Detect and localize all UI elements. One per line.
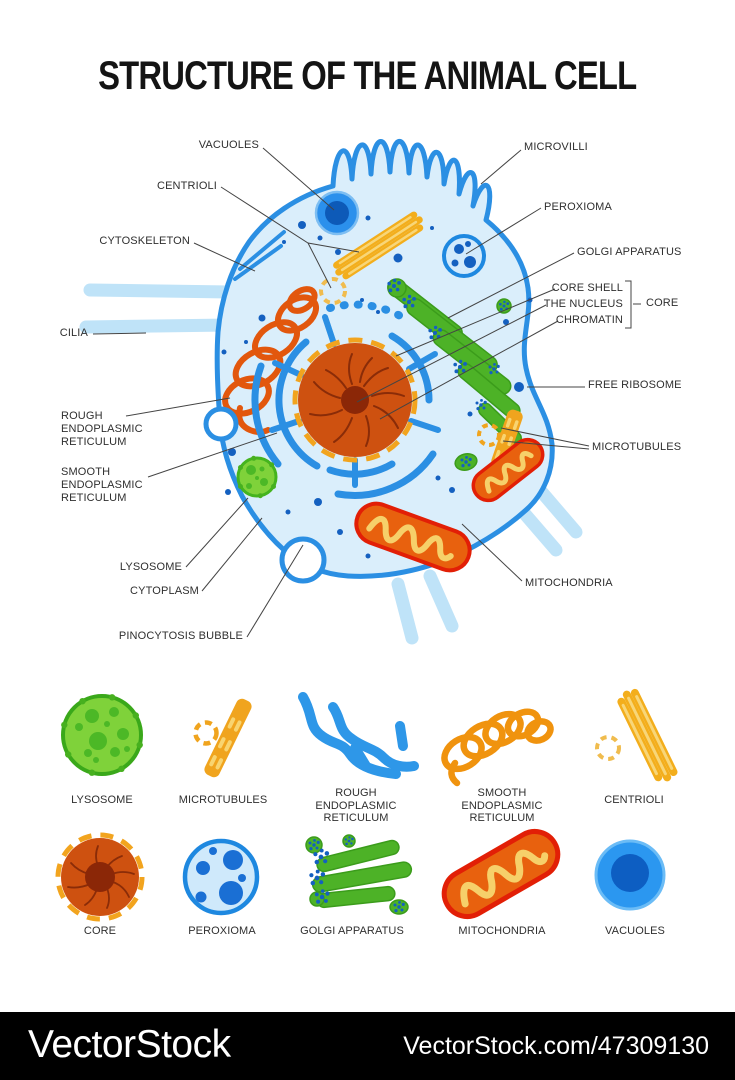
legend-vacuoles-icon <box>594 839 666 911</box>
free-ribosomes-icon <box>221 215 533 559</box>
legend-label-smooth-er: SMOOTH ENDOPLASMIC RETICULUM <box>461 787 543 824</box>
label-centrioli: CENTRIOLI <box>156 180 217 192</box>
label-core: CORE <box>646 297 679 309</box>
legend-smooth-er-icon <box>441 708 554 787</box>
legend-golgi-icon <box>305 834 413 915</box>
legend-rough-er-icon <box>298 692 419 779</box>
legend-label-peroxioma: PEROXIOMA <box>188 925 256 937</box>
label-peroxioma: PEROXIOMA <box>544 201 612 213</box>
legend-label-core: CORE <box>83 925 117 937</box>
pinocytosis-bubble-icon <box>279 536 327 584</box>
animal-cell-diagram <box>55 138 678 922</box>
label-golgi-apparatus: GOLGI APPARATUS <box>577 246 682 258</box>
label-cilia: CILIA <box>59 327 88 339</box>
legend-label-golgi: GOLGI APPARATUS <box>300 925 404 937</box>
page-title: STRUCTURE OF THE ANIMAL CELL <box>0 54 735 99</box>
label-microtubules: MICROTUBULES <box>592 441 682 453</box>
microtubules-icon <box>477 409 523 469</box>
nucleus-icon <box>292 337 418 463</box>
legend-label-microtubules: MICROTUBULES <box>178 794 268 806</box>
label-free-ribosome: FREE RIBOSOME <box>588 379 682 391</box>
legend-microtubules-icon <box>193 698 252 778</box>
label-lysosome: LYSOSOME <box>119 561 182 573</box>
legend-label-centrioli: CENTRIOLI <box>604 794 664 806</box>
centrioli-icon <box>319 211 424 305</box>
golgi-apparatus-icon <box>387 278 522 471</box>
legend-lysosome-icon <box>61 694 143 776</box>
label-rough-er: ROUGH ENDOPLASMIC RETICULUM <box>61 410 143 448</box>
vectorstock-logo: VectorStock <box>28 1023 231 1066</box>
legend-label-mitochondria: MITOCHONDRIA <box>458 925 546 937</box>
label-microvilli: MICROVILLI <box>524 141 588 153</box>
smooth-er-arcs-icon <box>251 300 441 499</box>
label-vacuoles: VACUOLES <box>198 139 259 151</box>
label-mitochondria: MITOCHONDRIA <box>525 577 613 589</box>
legend-label-lysosome: LYSOSOME <box>71 794 133 806</box>
mitochondria-icon <box>354 437 545 573</box>
membrane-notch <box>203 406 239 442</box>
vacuole-icon <box>314 190 360 236</box>
label-cytoskeleton: CYTOSKELETON <box>99 235 190 247</box>
label-core-shell: CORE SHELL <box>551 282 623 294</box>
legend-mitochondria-icon <box>441 829 561 919</box>
label-chromatin: CHROMATIN <box>555 314 623 326</box>
legend-label-vacuoles: VACUOLES <box>605 925 665 937</box>
legend-centrioli-icon <box>595 688 678 782</box>
legend-label-rough-er: ROUGH ENDOPLASMIC RETICULUM <box>315 787 397 824</box>
legend-core-icon <box>55 832 145 922</box>
leader-lines <box>92 147 641 638</box>
page-title-text: STRUCTURE OF THE ANIMAL CELL <box>98 54 637 98</box>
label-cytoplasm: CYTOPLASM <box>130 585 199 597</box>
label-pinocytosis-bubble: PINOCYTOSIS BUBBLE <box>118 630 243 642</box>
peroxioma-icon <box>442 234 486 278</box>
cytoskeleton-icon <box>233 230 286 281</box>
label-the-nucleus: THE NUCLEUS <box>543 298 623 310</box>
label-smooth-er: SMOOTH ENDOPLASMIC RETICULUM <box>61 466 143 504</box>
watermark-bar: VectorStock VectorStock.com/47309130 <box>0 1012 735 1080</box>
core-bracket <box>625 280 632 329</box>
lysosome-icon <box>236 455 278 499</box>
watermark-url: VectorStock.com/47309130 <box>403 1032 709 1060</box>
legend-peroxioma-icon <box>182 838 260 916</box>
